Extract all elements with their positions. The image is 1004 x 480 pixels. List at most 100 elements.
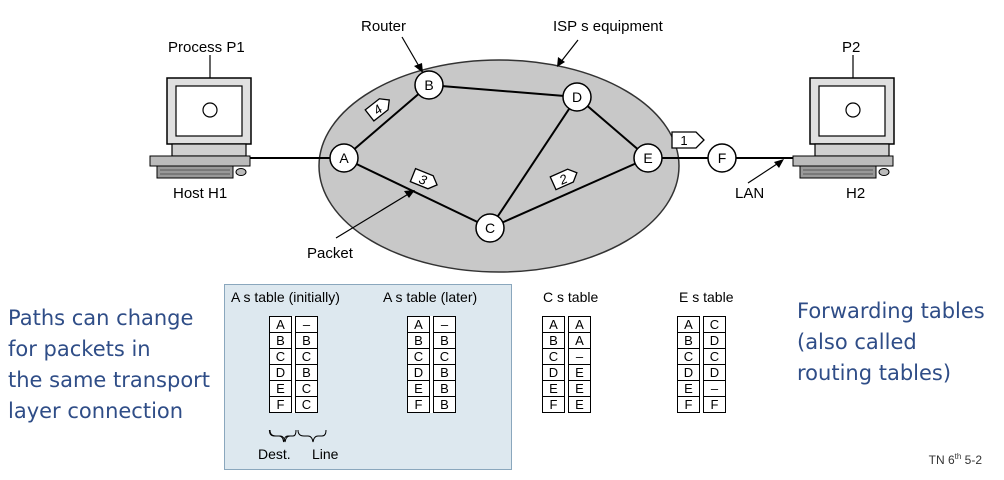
line-cell: B (433, 364, 456, 381)
dest-cell: C (677, 348, 700, 365)
svg-text:E: E (643, 150, 652, 166)
left-caption-line: the same transport (8, 368, 211, 392)
link-d-e (576, 96, 649, 159)
packet-arrowhead (404, 190, 415, 198)
lan-arrowhead (774, 159, 784, 168)
process-p1-label: Process P1 (168, 39, 245, 56)
link-c-e (489, 157, 649, 229)
table-row: A– (407, 316, 456, 333)
dest-cell: D (269, 364, 292, 381)
dest-cell: D (407, 364, 430, 381)
dest-cell: A (677, 316, 700, 333)
link-a-b (343, 84, 430, 159)
dest-cell: E (269, 380, 292, 397)
slide-footnote: TN 6th 5-2 (928, 452, 982, 467)
host-h1-label: Host H1 (173, 185, 228, 202)
line-cell: E (568, 364, 591, 381)
dest-cell: F (677, 396, 700, 413)
packet-2-icon: 2 (549, 168, 578, 191)
table-title-a-later: A s table (later) (383, 289, 478, 305)
svg-text:F: F (718, 150, 727, 166)
packet-label: Packet (307, 245, 353, 262)
right-caption-line: Forwarding tables (797, 299, 985, 323)
node-f: F (707, 143, 737, 173)
isp-pointer (559, 39, 579, 64)
packet-1-icon: 1 (671, 131, 705, 149)
dest-cell: C (407, 348, 430, 365)
table-title-e: E s table (679, 289, 734, 305)
line-cell: D (703, 364, 726, 381)
line-cell: – (703, 380, 726, 397)
line-cell: – (568, 348, 591, 365)
lan-label: LAN (735, 185, 765, 202)
line-cell: F (703, 396, 726, 413)
svg-text:A: A (339, 150, 349, 166)
line-cell: B (295, 332, 318, 349)
line-column-label: Line (312, 446, 339, 462)
line-cell: B (295, 364, 318, 381)
right-caption-line: routing tables) (797, 361, 952, 385)
dest-cell: A (269, 316, 292, 333)
isp-arrowhead (557, 57, 565, 67)
line-cell: A (568, 332, 591, 349)
link-c-d (489, 96, 578, 229)
line-cell: C (703, 348, 726, 365)
svg-text:C: C (485, 220, 495, 236)
lan-pointer (747, 161, 781, 184)
left-caption: Paths can change for packets in the same… (8, 303, 210, 427)
node-c: C (475, 213, 505, 243)
node-a: A (329, 143, 359, 173)
isp-label: ISP s equipment (553, 18, 663, 35)
right-caption: Forwarding tables (also called routing t… (797, 296, 985, 389)
line-cell: C (295, 348, 318, 365)
packet-3-icon: 3 (409, 167, 438, 190)
dest-cell: E (407, 380, 430, 397)
line-cell: – (433, 316, 456, 333)
packet-1-label: 1 (680, 133, 687, 148)
dest-cell: E (542, 380, 565, 397)
dest-cell: F (269, 396, 292, 413)
table-title-a-initial: A s table (initially) (231, 289, 340, 305)
link-b-d (428, 84, 578, 98)
line-cell: E (568, 380, 591, 397)
dest-cell: A (542, 316, 565, 333)
line-cell: D (703, 332, 726, 349)
line-cell: B (433, 396, 456, 413)
h2-label: H2 (846, 185, 866, 202)
table-row: E– (677, 380, 726, 397)
dest-cell: B (269, 332, 292, 349)
dest-cell: E (677, 380, 700, 397)
column-braces (268, 429, 327, 443)
node-e: E (633, 143, 663, 173)
line-cell: B (433, 332, 456, 349)
p2-label: P2 (842, 39, 861, 56)
dest-cell: B (542, 332, 565, 349)
dest-cell: F (542, 396, 565, 413)
router-label: Router (361, 18, 407, 35)
line-cell: E (568, 396, 591, 413)
left-caption-line: layer connection (8, 399, 184, 423)
dest-cell: C (269, 348, 292, 365)
table-title-c: C s table (543, 289, 599, 305)
